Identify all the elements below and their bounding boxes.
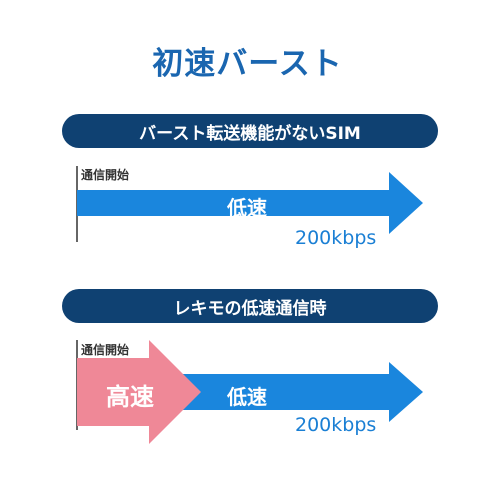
slow-speed-arrow — [177, 362, 423, 422]
page-title: 初速バースト — [152, 46, 343, 82]
section-banner-rekimo: レキモの低速通信時 — [62, 289, 438, 323]
burst-then-slow-arrow — [77, 340, 423, 444]
slow-label: 低速 — [227, 385, 267, 409]
slow-speed-arrow — [77, 172, 423, 234]
start-label: 通信開始 — [81, 168, 130, 182]
section-banner-no-burst: バースト転送機能がないSIM — [62, 114, 438, 148]
start-label: 通信開始 — [81, 343, 130, 357]
high-speed-arrow — [77, 340, 201, 444]
speed-value: 200kbps — [295, 227, 377, 249]
slow-label: 低速 — [227, 196, 267, 220]
speed-value: 200kbps — [295, 414, 377, 436]
burst-label: 高速 — [106, 383, 154, 411]
